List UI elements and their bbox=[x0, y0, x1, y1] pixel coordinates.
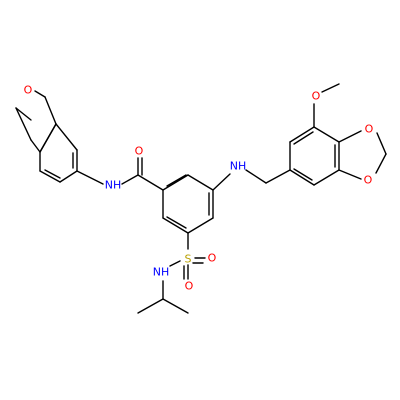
atom-label-o-furan: O bbox=[24, 84, 33, 97]
atom-label-nh-amine: NH bbox=[230, 160, 247, 173]
bond bbox=[15, 107, 32, 121]
atom-label-nh-amide: NH bbox=[105, 179, 122, 192]
bond bbox=[121, 174, 139, 185]
atom-label-nh-sulfonamide: NH bbox=[153, 266, 170, 279]
atom-label-s-sulfonyl: S bbox=[185, 253, 192, 266]
bond bbox=[44, 96, 57, 125]
bond bbox=[162, 174, 189, 191]
bond bbox=[137, 298, 164, 314]
bonds-group bbox=[15, 83, 387, 314]
bond bbox=[376, 132, 387, 155]
bond bbox=[245, 169, 267, 184]
atom-label-o-sulfonyl-1: O bbox=[208, 252, 217, 265]
bond bbox=[59, 170, 78, 183]
bond bbox=[15, 107, 32, 141]
atom-label-o-sulfonyl-2: O bbox=[185, 280, 194, 293]
bond bbox=[34, 90, 46, 98]
bond bbox=[55, 123, 78, 151]
bond bbox=[289, 169, 315, 186]
bond bbox=[313, 126, 340, 143]
atom-label-o-methoxy: O bbox=[312, 90, 321, 103]
bond bbox=[293, 131, 314, 145]
bond bbox=[44, 169, 61, 179]
bond bbox=[293, 168, 313, 181]
atom-label-o-carbonyl: O bbox=[135, 145, 144, 158]
bond bbox=[321, 83, 340, 93]
bond bbox=[338, 169, 362, 180]
bond bbox=[166, 216, 187, 229]
bond bbox=[166, 174, 187, 187]
bond bbox=[39, 170, 61, 183]
bond bbox=[30, 139, 41, 153]
bond bbox=[162, 217, 189, 234]
bond bbox=[375, 153, 387, 174]
bond bbox=[313, 169, 340, 186]
bond bbox=[265, 169, 291, 184]
bond bbox=[39, 123, 57, 153]
atom-label-o-dioxole-1: O bbox=[365, 123, 374, 136]
bond bbox=[187, 217, 214, 234]
bond bbox=[76, 170, 104, 185]
bond bbox=[169, 260, 181, 267]
bond bbox=[289, 126, 315, 143]
bond bbox=[212, 173, 231, 191]
atom-labels-group: O NH O NH O O O S O O NH bbox=[24, 84, 374, 293]
bond bbox=[162, 298, 189, 314]
bond bbox=[338, 130, 362, 143]
bond bbox=[137, 174, 164, 191]
bond bbox=[187, 174, 214, 191]
atom-label-o-dioxole-2: O bbox=[364, 174, 373, 187]
